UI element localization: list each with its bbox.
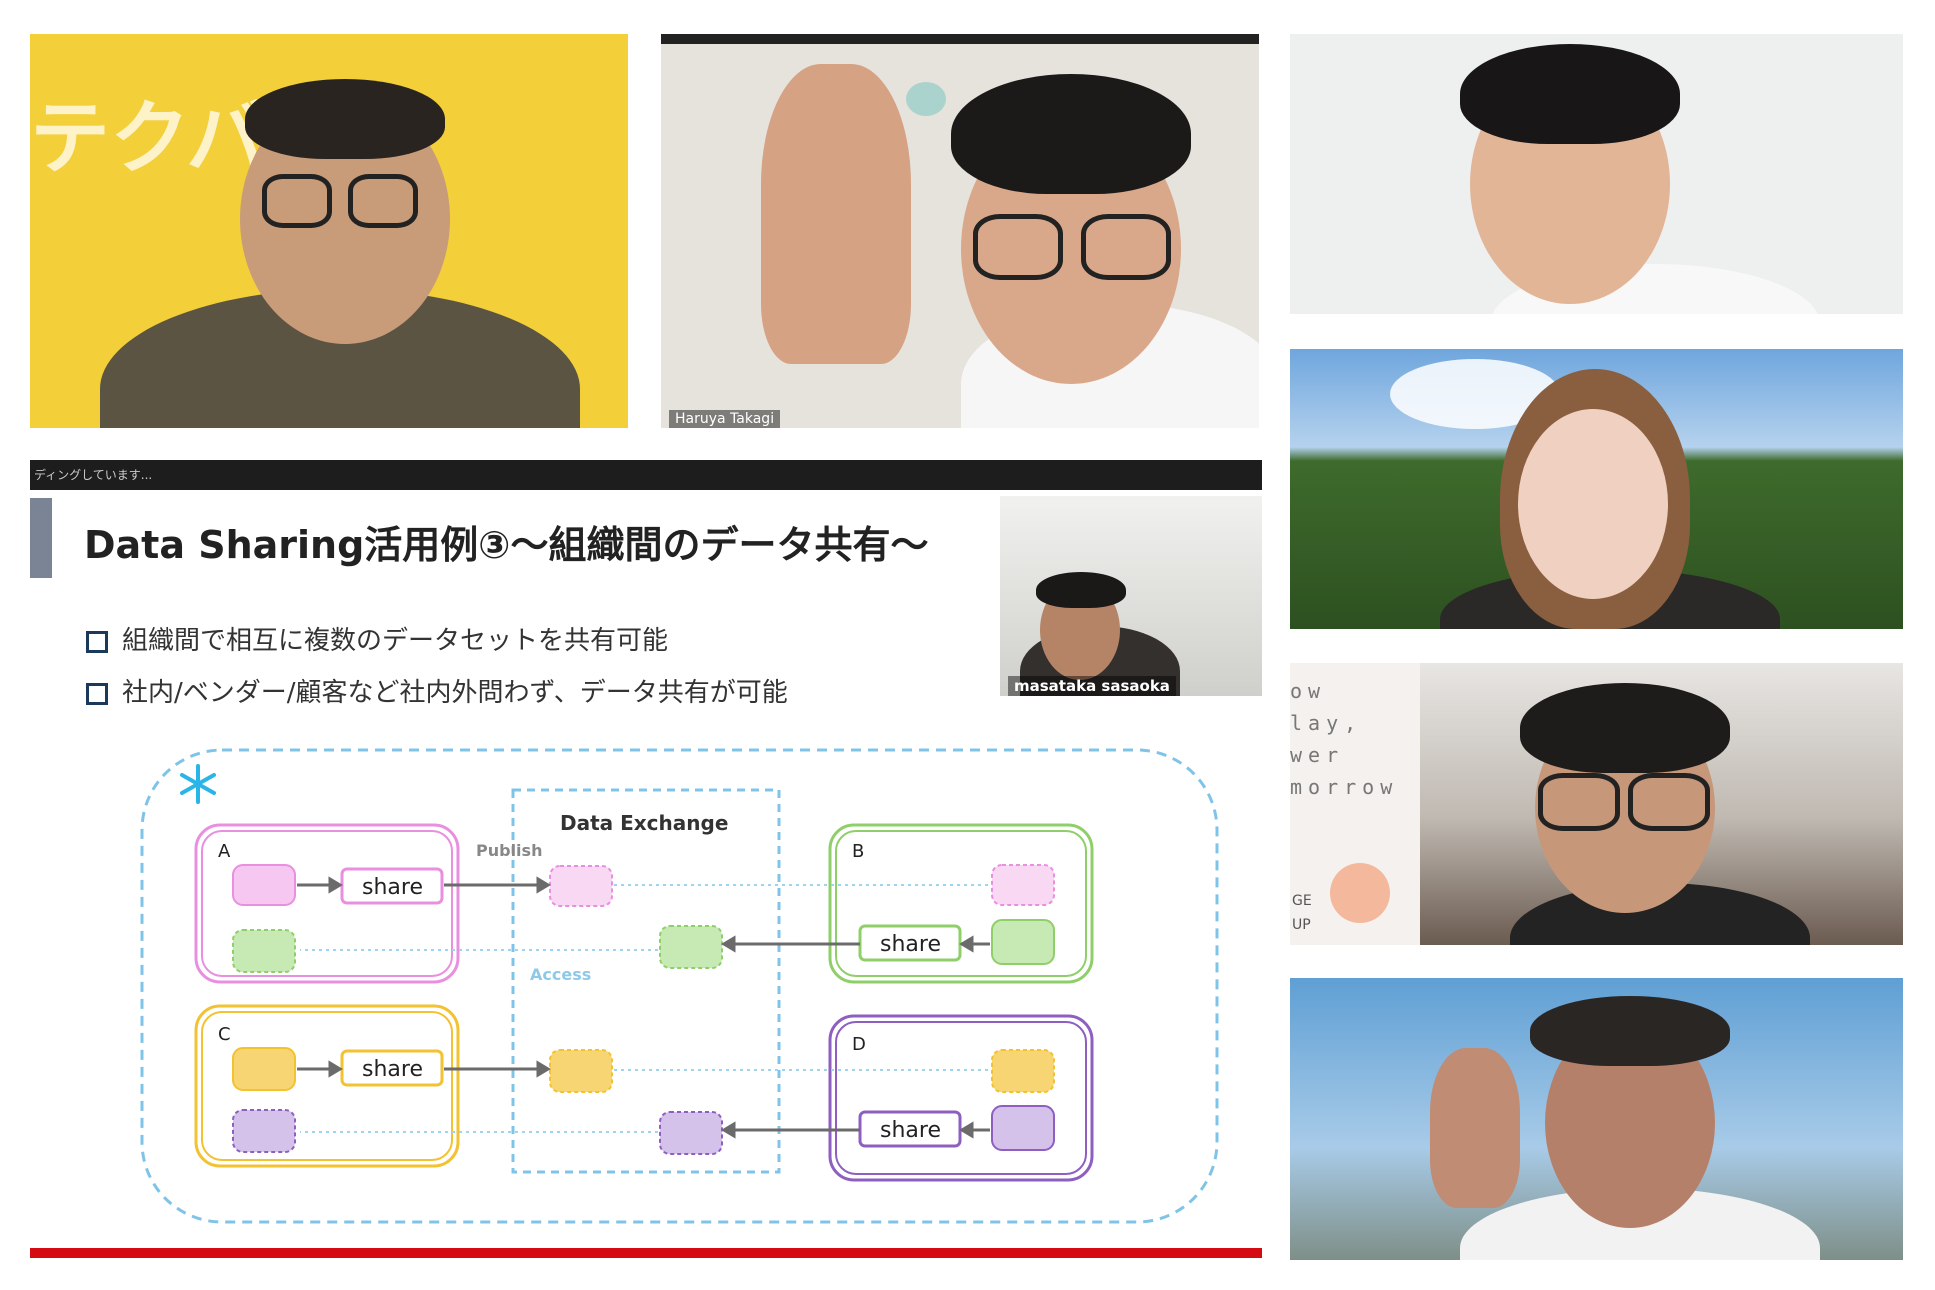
bg-line: UP: [1292, 917, 1311, 933]
org-a-label: A: [218, 841, 231, 862]
db-a-received: [232, 929, 296, 973]
raised-hand: [761, 64, 911, 364]
exchange-db-a: [549, 865, 613, 907]
data-exchange-title: Data Exchange: [560, 811, 728, 835]
db-c-received: [232, 1109, 296, 1153]
db-d-received: [991, 1049, 1055, 1093]
data-sharing-diagram: Data Exchange Publish Access A share B s…: [140, 748, 1219, 1224]
org-a-box: [194, 823, 460, 984]
held-tablet: [906, 82, 946, 116]
slide-title: Data Sharing活用例③～組織間のデータ共有～: [84, 523, 929, 567]
participant-hair: [951, 74, 1191, 194]
bullet-box-icon: [86, 630, 108, 653]
bg-line: lay,: [1290, 711, 1363, 735]
participant-hair: [1530, 996, 1730, 1066]
participant-name: Haruya Takagi: [669, 410, 781, 428]
participant-hair: [1036, 572, 1126, 608]
publish-label: Publish: [476, 841, 542, 860]
exchange-db-d: [659, 1111, 723, 1155]
access-arrows: [300, 884, 988, 1133]
share-status-bar: ディングしています...: [30, 460, 1262, 490]
video-tile-5[interactable]: ow lay, wer morrow GE UP: [1290, 663, 1903, 945]
participant-hair: [1460, 44, 1680, 144]
background-text: ow lay, wer morrow: [1290, 675, 1398, 803]
publish-arrows: [297, 876, 990, 1139]
glasses: [348, 174, 418, 228]
bg-line: wer: [1290, 743, 1345, 767]
bg-line: GE: [1292, 893, 1312, 909]
share-box-a: [340, 867, 444, 905]
bullet-box-icon: [86, 682, 108, 705]
video-tile-3[interactable]: [1290, 34, 1903, 314]
bullet-item: 組織間で相互に複数のデータセットを共有可能: [86, 620, 668, 657]
video-tile-4[interactable]: [1290, 349, 1903, 629]
org-b-label: B: [852, 841, 864, 862]
exchange-db-c: [549, 1049, 613, 1093]
org-c-box: [194, 1004, 460, 1168]
participant-hair: [1520, 683, 1730, 773]
screen-share[interactable]: ディングしています... Data Sharing活用例③～組織間のデータ共有～…: [30, 460, 1262, 1260]
glasses: [1628, 773, 1710, 831]
presenter-pip[interactable]: masataka sasaoka: [1000, 496, 1262, 696]
db-c: [232, 1047, 296, 1091]
glasses: [1538, 773, 1620, 831]
video-tile-2[interactable]: Haruya Takagi: [661, 34, 1259, 428]
bullet-text: 社内/ベンダー/顧客など社内外問わず、データ共有が可能: [122, 678, 788, 708]
video-tile-6[interactable]: [1290, 978, 1903, 1260]
virtual-background-panel: ow lay, wer morrow GE UP: [1290, 663, 1420, 945]
participant-face: [1518, 409, 1668, 599]
share-label-d: share: [880, 1118, 941, 1143]
bg-line: morrow: [1290, 775, 1399, 799]
glasses: [973, 214, 1063, 280]
bullet-text: 組織間で相互に複数のデータセットを共有可能: [122, 626, 669, 656]
org-d-label: D: [852, 1034, 866, 1055]
share-label-b: share: [880, 932, 941, 957]
org-d-box: [828, 1014, 1094, 1182]
bg-line: ow: [1290, 679, 1327, 703]
glasses: [1081, 214, 1171, 280]
org-b-box: [828, 823, 1094, 984]
orange-dots: [1330, 863, 1390, 923]
video-tile-1[interactable]: テクバタ: [30, 34, 628, 428]
snowflake-icon: [180, 764, 216, 804]
data-exchange-box: [511, 788, 781, 1174]
access-label: Access: [530, 965, 591, 984]
db-a: [232, 864, 296, 906]
slide-footer-line: [30, 1248, 1262, 1258]
participant-hair: [245, 79, 445, 159]
share-label-c: share: [362, 1057, 423, 1082]
exchange-db-b: [659, 925, 723, 969]
presenter-name: masataka sasaoka: [1008, 676, 1176, 696]
glasses: [262, 174, 332, 228]
bullet-item: 社内/ベンダー/顧客など社内外問わず、データ共有が可能: [86, 672, 788, 709]
db-d: [991, 1105, 1055, 1151]
db-b: [991, 919, 1055, 965]
org-c-label: C: [218, 1024, 231, 1045]
slide-accent-bar: [30, 498, 52, 578]
share-box-c: [340, 1049, 444, 1087]
tile-topbar: [661, 34, 1259, 44]
share-status-text: ディングしています...: [34, 468, 153, 482]
snowflake-boundary: [140, 748, 1219, 1224]
share-label-a: share: [362, 875, 423, 900]
db-b-received: [991, 864, 1055, 906]
pointing-hand: [1430, 1048, 1520, 1208]
